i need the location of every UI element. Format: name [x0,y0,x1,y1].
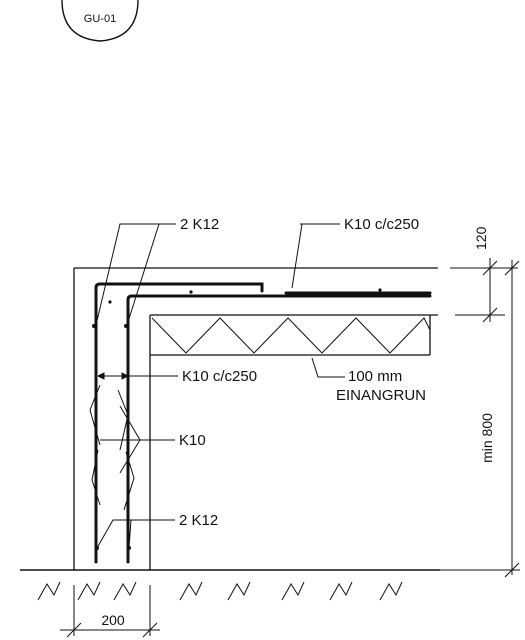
outer-rebar [94,282,264,564]
label-insulation-2: EINANGRUN [336,387,426,404]
dim-wall-width: 200 [101,612,125,628]
dimensions [60,258,520,638]
title-tag-text: GU-01 [84,13,116,25]
label-wall-links: K10 [179,432,206,449]
label-bottom-bars: 2 K12 [179,512,218,529]
label-slab-bars: K10 c/c250 [344,216,419,233]
link-bars [89,384,135,511]
inner-rebar [126,294,432,564]
label-wall-horizontal: K10 c/c250 [182,368,257,385]
rebar [94,282,432,564]
ground-hatch [37,581,403,601]
label-top-bars: 2 K12 [180,216,219,233]
concrete-outline [73,267,438,570]
dim-slab-thickness: 120 [473,226,489,250]
title-tag: GU-01 [61,0,139,42]
rebar-dots [92,288,382,550]
leaders [95,223,345,549]
label-insulation-1: 100 mm [348,368,402,385]
dim-depth: min 800 [479,413,495,463]
insulation-zigzag [151,317,431,354]
